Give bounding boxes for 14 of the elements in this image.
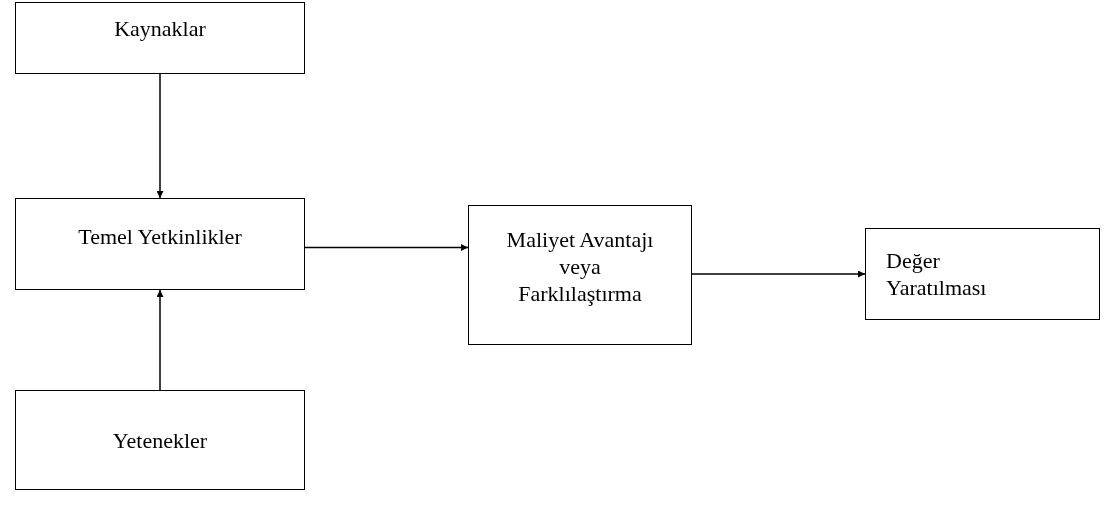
process-box xyxy=(15,2,305,74)
process-box xyxy=(15,198,305,290)
arrow xyxy=(691,270,866,278)
arrow xyxy=(304,244,469,251)
box-label: Temel Yetkinlikler xyxy=(78,223,242,250)
box-label: Kaynaklar xyxy=(114,15,206,42)
process-box xyxy=(865,228,1100,320)
arrow xyxy=(156,289,164,391)
box-label: Maliyet Avantajı veya Farklılaştırma xyxy=(505,226,655,307)
box-label: Değer Yaratılması xyxy=(886,247,988,301)
box-label: Yetenekler xyxy=(112,426,208,454)
process-box xyxy=(15,390,305,490)
arrow xyxy=(156,73,164,199)
process-box xyxy=(468,205,692,345)
